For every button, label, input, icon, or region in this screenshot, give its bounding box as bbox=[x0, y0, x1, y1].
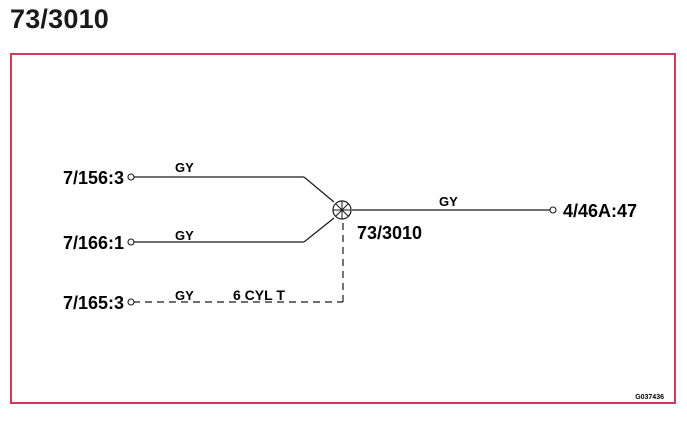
variant-note: 6 CYL T bbox=[233, 287, 285, 303]
wire-color-output: GY bbox=[439, 194, 458, 209]
terminal-c2-icon bbox=[127, 238, 135, 246]
page-title: 73/3010 bbox=[10, 4, 109, 34]
connector-label-c1: 7/156:3 bbox=[63, 168, 124, 188]
wire-color-c2: GY bbox=[175, 228, 194, 243]
terminal-c1-icon bbox=[127, 173, 135, 181]
wire-c1-bend bbox=[303, 176, 335, 203]
wire-c2-bend bbox=[303, 217, 335, 243]
terminal-output-icon bbox=[549, 206, 557, 214]
wire-color-c3: GY bbox=[175, 288, 194, 303]
terminal-c3-icon bbox=[127, 298, 135, 306]
output-connector-label: 4/46A:47 bbox=[563, 201, 637, 221]
connector-label-c2: 7/166:1 bbox=[63, 233, 124, 253]
diagram-frame bbox=[10, 53, 676, 404]
splice-label: 73/3010 bbox=[357, 223, 422, 243]
connector-label-c3: 7/165:3 bbox=[63, 293, 124, 313]
splice-icon bbox=[332, 200, 352, 220]
wire-color-c1: GY bbox=[175, 160, 194, 175]
figure-reference: G037436 bbox=[635, 394, 664, 401]
